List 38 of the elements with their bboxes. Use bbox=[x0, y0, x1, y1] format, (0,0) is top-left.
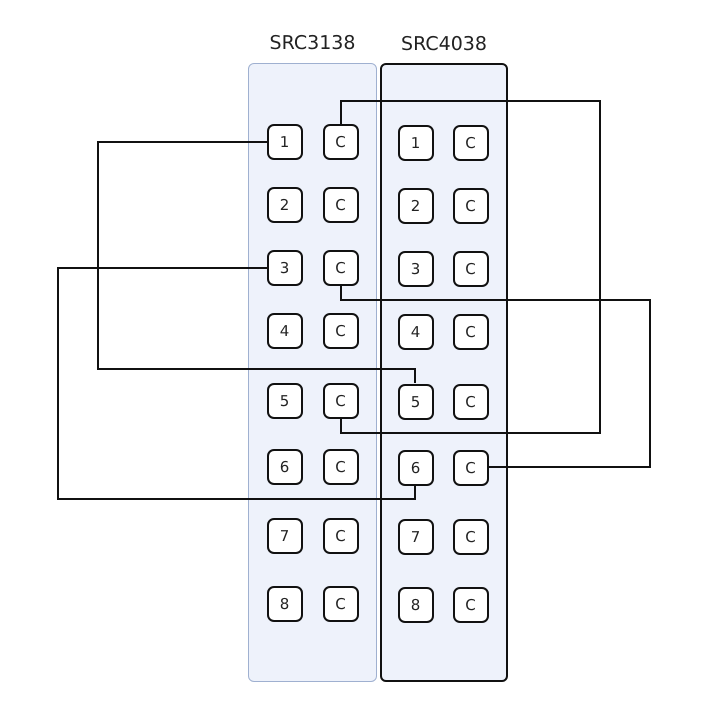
terminal-box: C bbox=[322, 586, 358, 622]
terminal-box: C bbox=[322, 124, 358, 160]
panel-title: SRC4038 bbox=[400, 33, 488, 55]
terminal-box: C bbox=[322, 186, 358, 222]
terminal-box: C bbox=[452, 188, 488, 224]
terminal-box: C bbox=[322, 448, 358, 484]
terminal-box: C bbox=[452, 314, 488, 350]
terminal-box: C bbox=[322, 312, 358, 348]
terminal-box: 3 bbox=[266, 250, 302, 286]
terminal-box: 6 bbox=[266, 448, 302, 484]
terminal-box: C bbox=[452, 518, 488, 554]
terminal-box: 8 bbox=[398, 586, 434, 622]
terminal-box: C bbox=[452, 450, 488, 486]
terminal-box: C bbox=[452, 586, 488, 622]
terminal-box: 3 bbox=[398, 250, 434, 286]
terminal-box: 4 bbox=[398, 314, 434, 350]
terminal-box: C bbox=[322, 382, 358, 418]
terminal-box: C bbox=[322, 518, 358, 554]
terminal-box: C bbox=[452, 250, 488, 286]
wire bbox=[340, 286, 651, 468]
terminal-box: 4 bbox=[266, 312, 302, 348]
terminal-box: 5 bbox=[398, 384, 434, 420]
terminal-box: 2 bbox=[266, 186, 302, 222]
terminal-box: 6 bbox=[398, 450, 434, 486]
terminal-box: C bbox=[452, 384, 488, 420]
terminal-box: 1 bbox=[398, 124, 434, 160]
panel-title: SRC3138 bbox=[268, 32, 356, 54]
terminal-box: 7 bbox=[398, 518, 434, 554]
terminal-box: C bbox=[322, 250, 358, 286]
wire bbox=[97, 141, 416, 383]
wire bbox=[57, 267, 416, 500]
terminal-box: 7 bbox=[266, 518, 302, 554]
terminal-box: 5 bbox=[266, 382, 302, 418]
terminal-box: 1 bbox=[266, 124, 302, 160]
terminal-box: 2 bbox=[398, 188, 434, 224]
wire bbox=[340, 100, 601, 434]
terminal-box: 8 bbox=[266, 586, 302, 622]
terminal-box: C bbox=[452, 124, 488, 160]
